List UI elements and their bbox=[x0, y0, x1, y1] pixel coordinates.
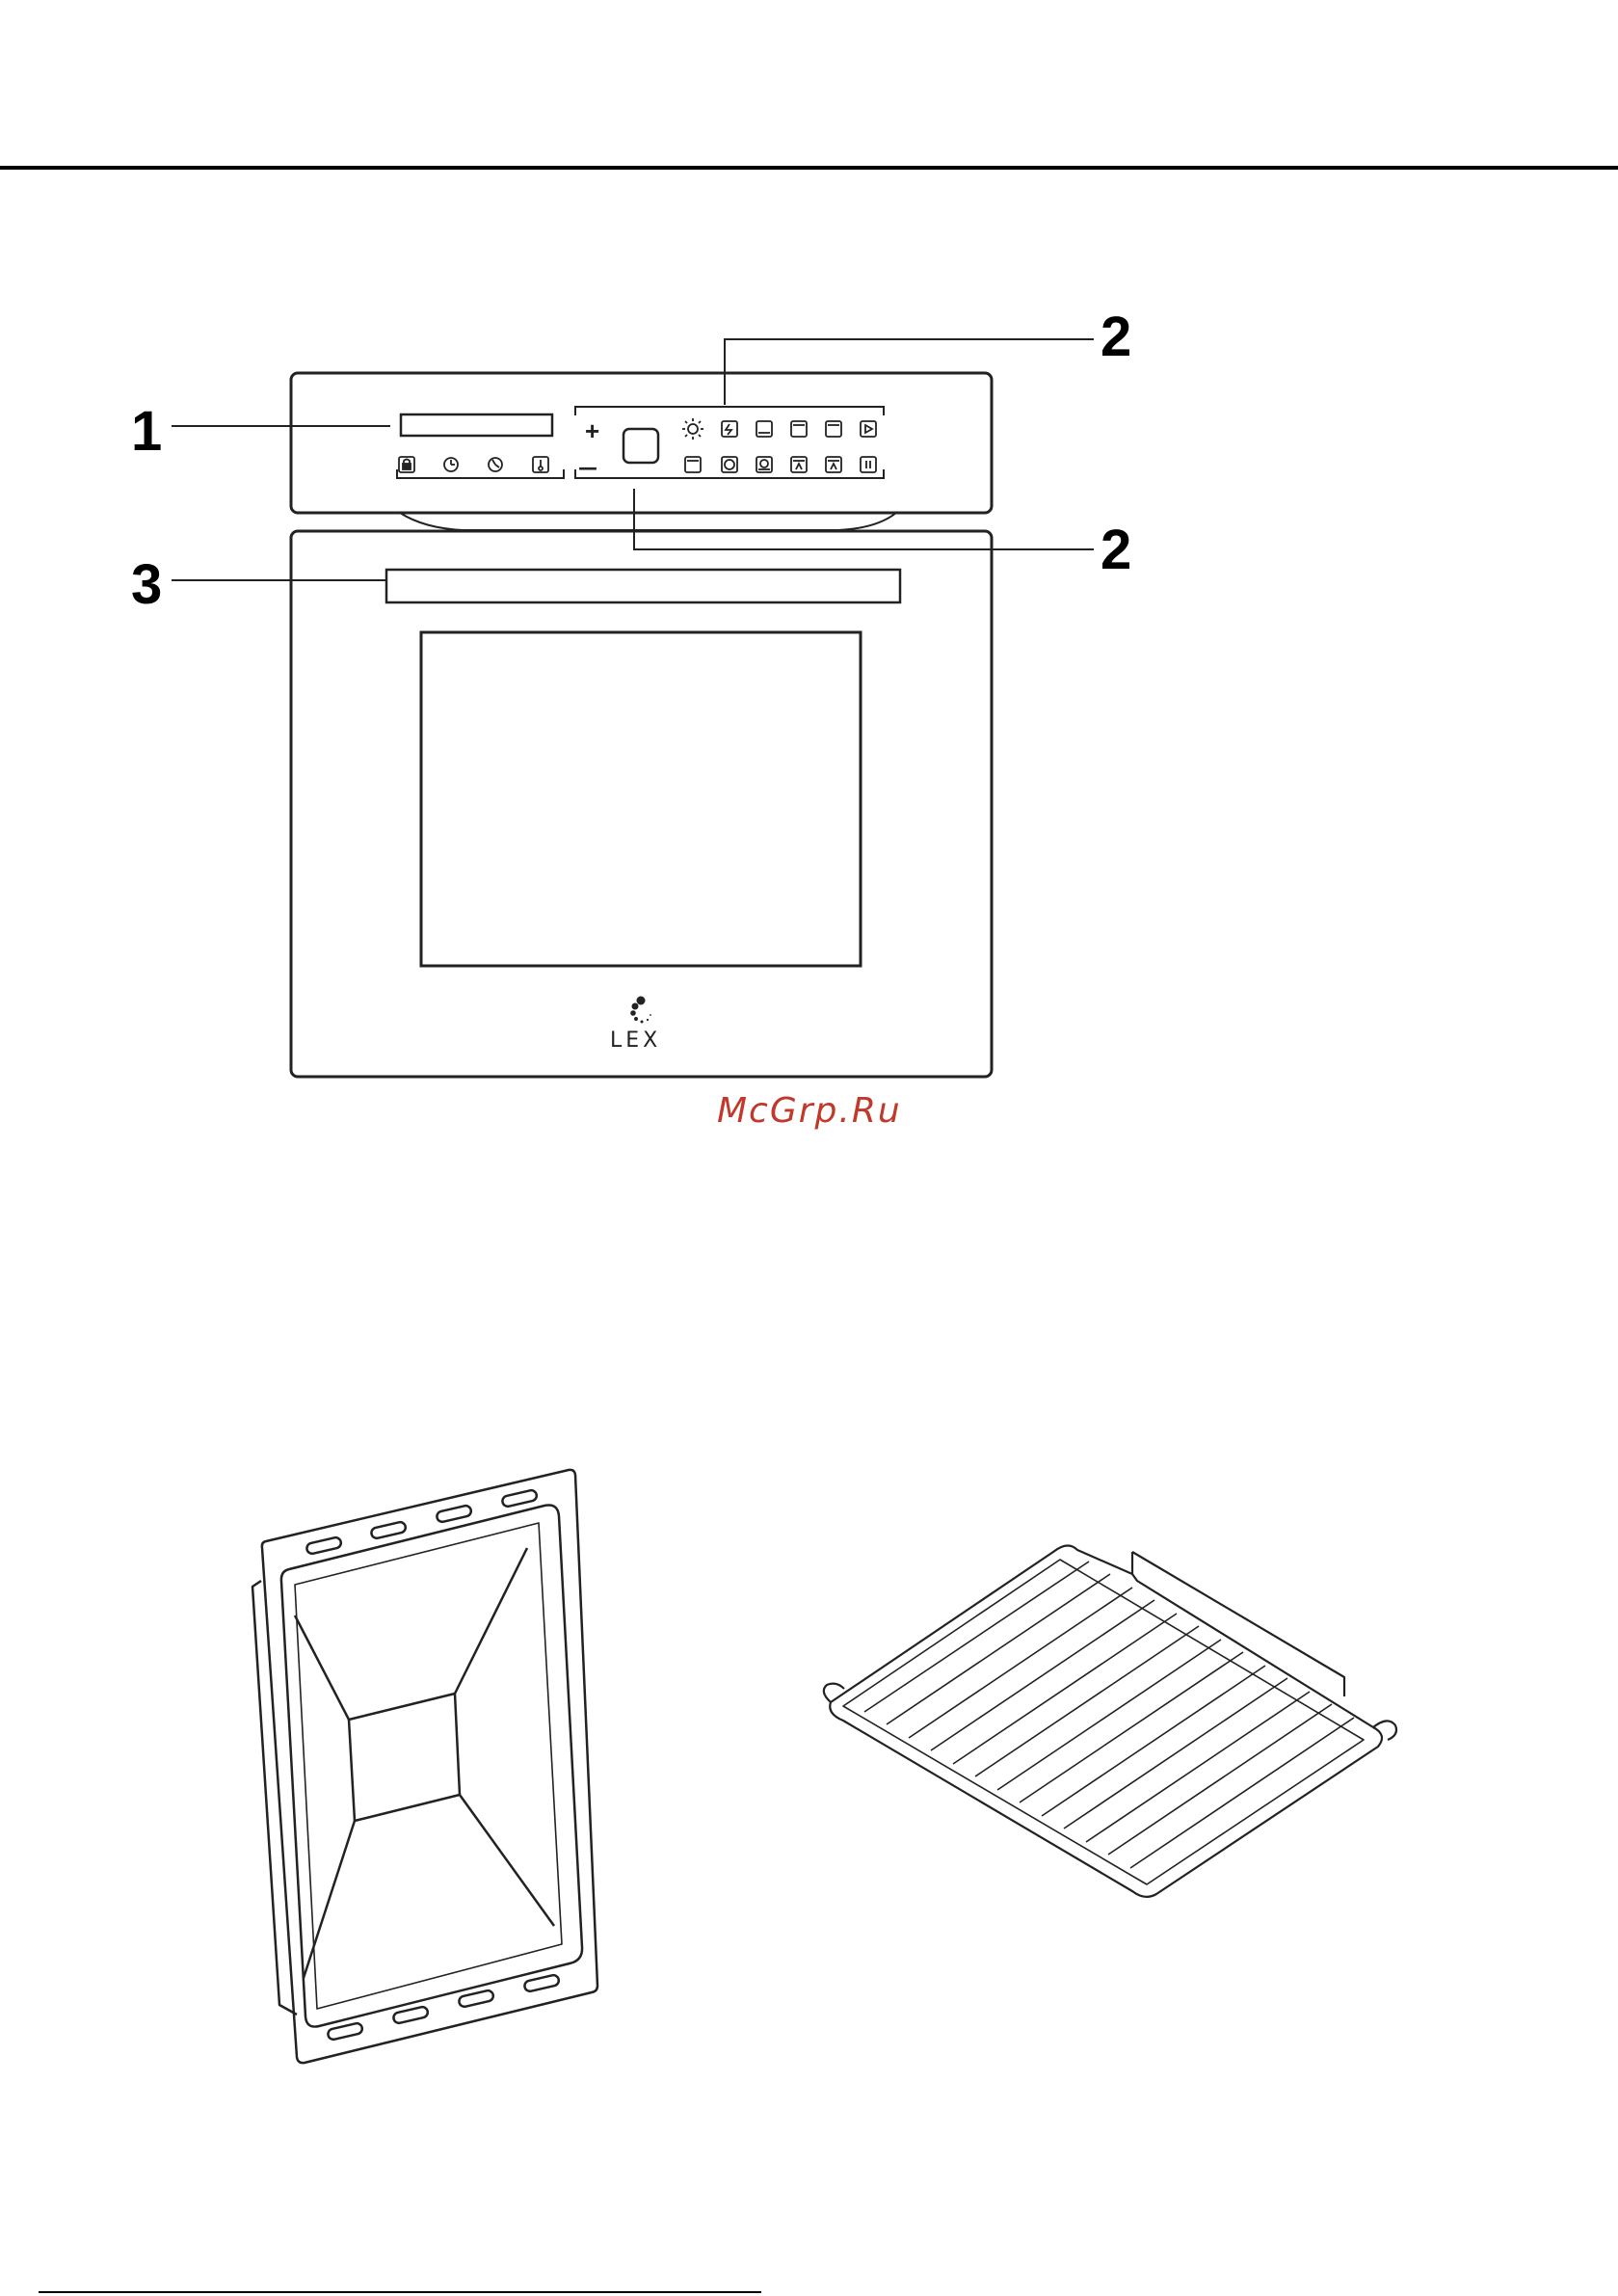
top-row-bracket bbox=[575, 407, 884, 415]
top-row-icons bbox=[682, 418, 876, 440]
tray-inner-rim-2 bbox=[295, 1523, 562, 2009]
oven bbox=[291, 373, 992, 1077]
fan-icon bbox=[722, 457, 737, 472]
tray-bottom-panel bbox=[349, 1694, 460, 1821]
rack-back-rail bbox=[1132, 1552, 1344, 1696]
door-handle bbox=[386, 570, 900, 602]
lex-logo-text: LEX bbox=[610, 1028, 661, 1053]
rack-frame bbox=[830, 1545, 1382, 1896]
callout-label-2-bottom: 2 bbox=[1101, 519, 1131, 581]
clock-icon bbox=[489, 458, 502, 471]
watermark-text: McGrp.Ru bbox=[717, 1091, 902, 1131]
tray-crease-tl bbox=[295, 1615, 349, 1720]
callout-label-1: 1 bbox=[131, 400, 162, 463]
panel-lower-curve bbox=[400, 513, 896, 530]
light-icon bbox=[682, 418, 703, 440]
baking-tray bbox=[252, 1470, 597, 2063]
door-window bbox=[421, 632, 861, 966]
callout-label-3: 3 bbox=[131, 553, 162, 616]
bottom-row-bracket bbox=[575, 469, 884, 478]
start-icon bbox=[861, 421, 876, 437]
fan-bottom-icon bbox=[756, 457, 772, 472]
turbo-grill-icon bbox=[826, 457, 841, 472]
tray-inner-rim bbox=[281, 1505, 582, 2026]
lex-logo-mark bbox=[630, 997, 651, 1024]
grill-fan-icon bbox=[791, 457, 807, 472]
left-row-icons bbox=[399, 457, 548, 472]
left-row-bracket bbox=[397, 469, 564, 478]
bottom-heat-icon bbox=[756, 421, 772, 437]
minus-sign: — bbox=[578, 456, 597, 479]
callout-leaders bbox=[172, 339, 1094, 580]
plus-sign: + bbox=[585, 416, 599, 445]
top-bottom-heat-icon bbox=[826, 421, 841, 437]
oven-door bbox=[291, 531, 992, 1077]
callout-label-2-top: 2 bbox=[1101, 306, 1131, 368]
timer-icon bbox=[444, 458, 458, 471]
lex-logo: LEX bbox=[610, 997, 661, 1054]
bottom-row-icons bbox=[685, 457, 876, 472]
defrost-icon bbox=[722, 421, 737, 437]
rack-wires bbox=[864, 1562, 1354, 1868]
tray-handle-slots-top bbox=[305, 1489, 538, 1555]
pause-icon bbox=[861, 457, 876, 472]
tray-handle-slots-bottom bbox=[327, 1974, 560, 2041]
central-knob bbox=[623, 429, 658, 463]
leader-line-2-bottom bbox=[634, 489, 1094, 549]
tray-crease-tr bbox=[455, 1548, 527, 1694]
temperature-icon bbox=[533, 457, 548, 472]
tray-outer-rim bbox=[262, 1470, 597, 2063]
rack-frame-inner bbox=[843, 1560, 1364, 1884]
wire-rack bbox=[824, 1545, 1396, 1896]
grill-icon bbox=[685, 457, 701, 472]
display-window bbox=[401, 414, 552, 436]
tray-crease-br bbox=[460, 1795, 554, 1926]
top-heat-icon bbox=[791, 421, 807, 437]
lock-icon bbox=[399, 457, 414, 472]
control-panel bbox=[291, 373, 992, 513]
